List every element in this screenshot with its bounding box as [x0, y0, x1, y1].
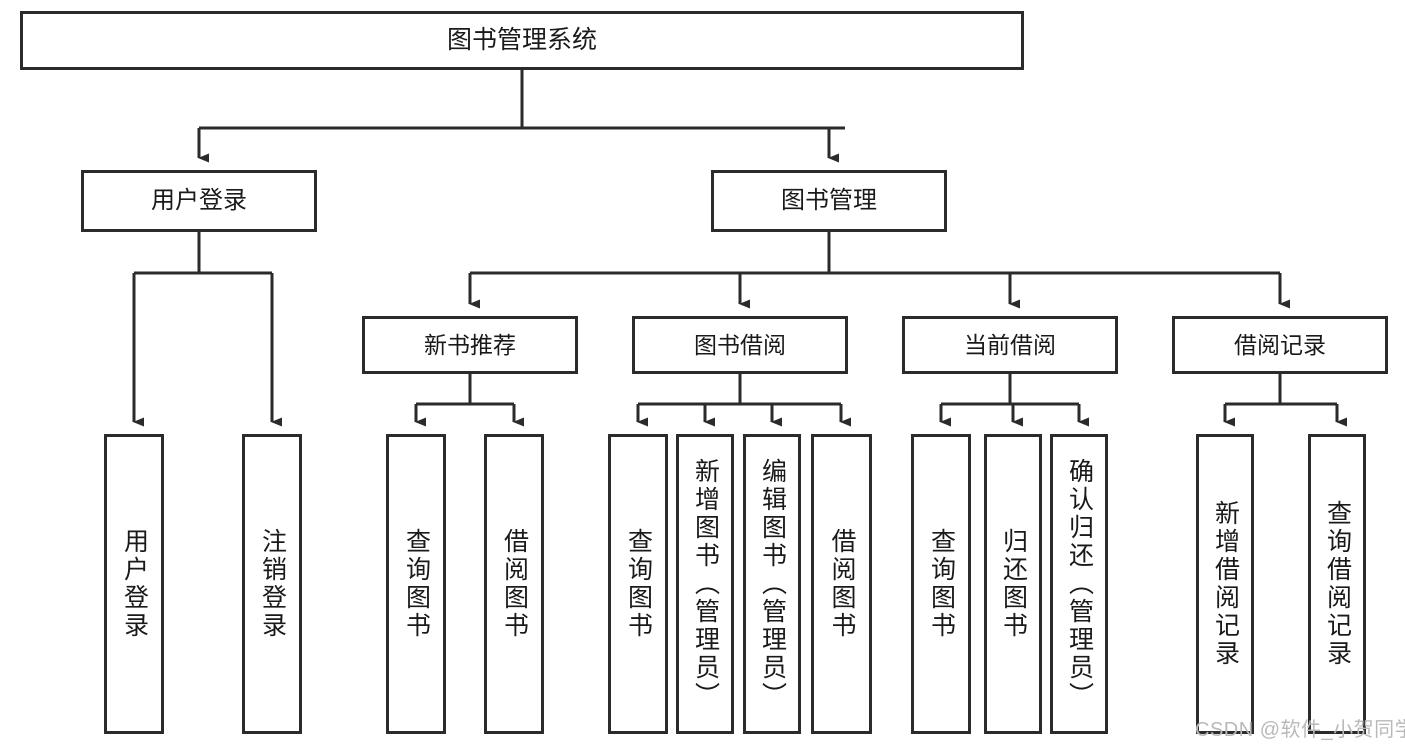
- node-root-label: 图书管理系统: [446, 26, 597, 55]
- node-leaf-user-login-label: 用户登录: [120, 528, 149, 640]
- node-book-manage[interactable]: 图书管理: [711, 170, 947, 232]
- node-current-borrow[interactable]: 当前借阅: [902, 316, 1118, 374]
- node-leaf-borrow-book-1-label: 借阅图书: [500, 528, 529, 640]
- node-user-login[interactable]: 用户登录: [81, 170, 317, 232]
- node-leaf-query-book-1[interactable]: 查询图书: [386, 434, 446, 734]
- node-leaf-borrow-book-1[interactable]: 借阅图书: [484, 434, 544, 734]
- node-leaf-edit-book[interactable]: 编辑图书（管理员）: [743, 434, 801, 734]
- node-leaf-query-book-2[interactable]: 查询图书: [608, 434, 668, 734]
- node-leaf-query-record[interactable]: 查询借阅记录: [1308, 434, 1366, 734]
- node-borrow-record[interactable]: 借阅记录: [1172, 316, 1388, 374]
- node-leaf-logout[interactable]: 注销登录: [242, 434, 302, 734]
- node-book-manage-label: 图书管理: [781, 187, 877, 215]
- node-book-borrow-label: 图书借阅: [694, 331, 786, 358]
- node-book-borrow[interactable]: 图书借阅: [632, 316, 848, 374]
- node-leaf-add-book[interactable]: 新增图书（管理员）: [676, 434, 734, 734]
- node-leaf-confirm-return-label: 确认归还（管理员）: [1065, 458, 1094, 710]
- node-leaf-confirm-return[interactable]: 确认归还（管理员）: [1050, 434, 1108, 734]
- watermark-text: CSDN @软件_小贺同学: [1195, 719, 1405, 741]
- node-leaf-edit-book-label: 编辑图书（管理员）: [758, 458, 787, 710]
- node-current-borrow-label: 当前借阅: [964, 331, 1056, 358]
- node-new-book-recommend[interactable]: 新书推荐: [362, 316, 578, 374]
- node-leaf-add-book-label: 新增图书（管理员）: [691, 458, 720, 710]
- node-root[interactable]: 图书管理系统: [20, 11, 1024, 70]
- node-leaf-query-book-1-label: 查询图书: [402, 528, 431, 640]
- node-leaf-borrow-book-2[interactable]: 借阅图书: [811, 434, 872, 734]
- node-leaf-query-book-3[interactable]: 查询图书: [911, 434, 971, 734]
- node-leaf-query-book-2-label: 查询图书: [624, 528, 653, 640]
- node-leaf-logout-label: 注销登录: [258, 528, 287, 640]
- node-leaf-add-record-label: 新增借阅记录: [1211, 500, 1240, 668]
- node-borrow-record-label: 借阅记录: [1234, 331, 1326, 358]
- node-leaf-query-record-label: 查询借阅记录: [1323, 500, 1352, 668]
- node-new-book-recommend-label: 新书推荐: [424, 331, 516, 358]
- node-leaf-add-record[interactable]: 新增借阅记录: [1196, 434, 1254, 734]
- node-leaf-query-book-3-label: 查询图书: [927, 528, 956, 640]
- node-leaf-return-book-label: 归还图书: [999, 528, 1028, 640]
- node-user-login-label: 用户登录: [151, 187, 247, 215]
- node-leaf-user-login[interactable]: 用户登录: [104, 434, 164, 734]
- node-leaf-return-book[interactable]: 归还图书: [984, 434, 1042, 734]
- node-leaf-borrow-book-2-label: 借阅图书: [828, 528, 856, 640]
